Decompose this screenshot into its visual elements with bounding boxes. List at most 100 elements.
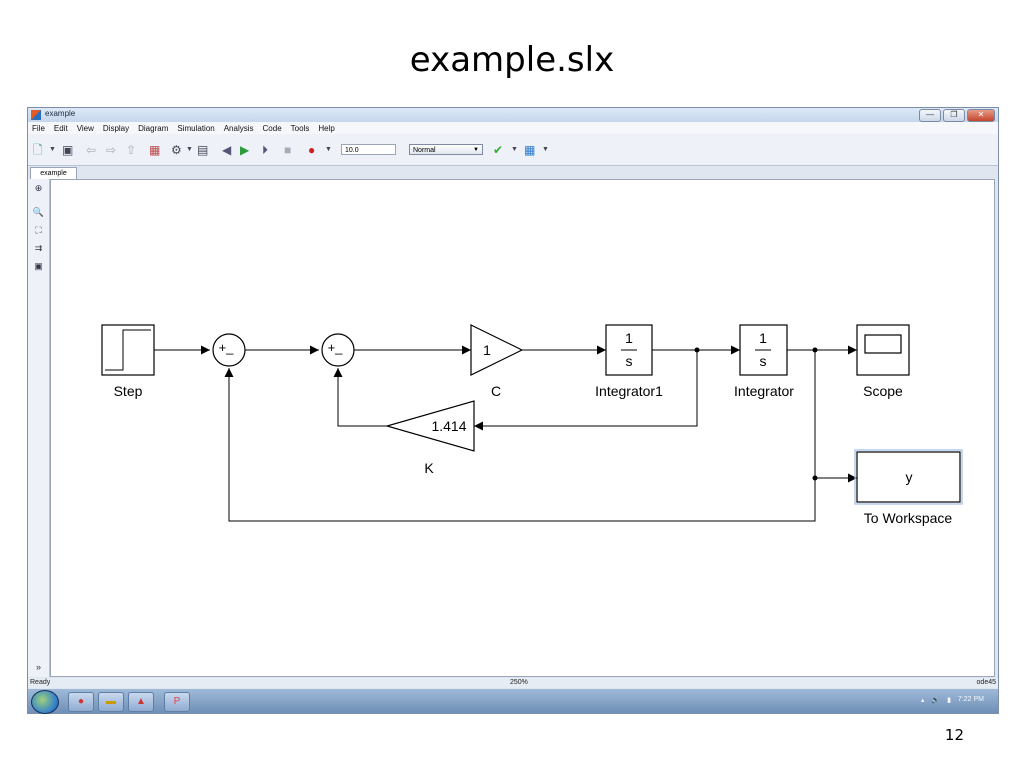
sum2-block[interactable]: +_: [321, 333, 355, 367]
status-text: Ready: [30, 679, 51, 686]
back-icon[interactable]: ⇦: [86, 143, 97, 157]
signal-feedback-to-sum1[interactable]: [224, 368, 816, 522]
close-button[interactable]: ✕: [967, 109, 995, 122]
integrator1-denominator: s: [626, 353, 633, 369]
up-icon[interactable]: ⇧: [126, 143, 137, 157]
model-advisor-icon[interactable]: ✔: [493, 143, 504, 157]
sum1-block[interactable]: +_: [212, 333, 246, 367]
volume-icon[interactable]: 🔈: [931, 697, 941, 704]
step-back-icon[interactable]: ◀: [222, 143, 232, 157]
record-icon[interactable]: ●: [308, 143, 316, 157]
stop-time-field[interactable]: 10.0: [341, 144, 396, 155]
stop-icon[interactable]: ■: [284, 143, 292, 157]
to-workspace-label: To Workspace: [864, 510, 953, 526]
menu-file[interactable]: File: [32, 123, 45, 133]
integrator1-block[interactable]: 1 s: [605, 324, 653, 376]
to-workspace-value: y: [906, 469, 913, 485]
gain-k-label: K: [424, 460, 434, 476]
branch-point: [812, 347, 818, 353]
step-block[interactable]: [101, 324, 155, 376]
tab-example[interactable]: example: [30, 167, 77, 179]
menu-code[interactable]: Code: [262, 123, 282, 133]
tab-bar: example: [28, 166, 998, 179]
run-icon[interactable]: ▶: [240, 143, 250, 157]
model-advisor-dropdown-icon[interactable]: ▼: [511, 146, 518, 153]
sum2-signs: +_: [328, 340, 344, 355]
to-workspace-block[interactable]: y: [856, 451, 961, 503]
branch-point: [812, 475, 818, 481]
taskbar: ● ▬ ▲ P ▴ 🔈 ▮ 7:22 PM: [28, 689, 998, 714]
step-label: Step: [114, 383, 143, 399]
matlab-icon[interactable]: ▲: [128, 692, 154, 712]
integrator-numerator: 1: [759, 330, 767, 346]
scope-label: Scope: [863, 383, 903, 399]
network-icon[interactable]: ▮: [947, 697, 951, 704]
hide-browser-icon[interactable]: ⊕: [34, 183, 43, 193]
model-config-dropdown-icon[interactable]: ▼: [186, 146, 193, 153]
expand-icon[interactable]: »: [35, 662, 41, 672]
menu-simulation[interactable]: Simulation: [177, 123, 215, 133]
start-button[interactable]: [31, 690, 59, 714]
menu-tools[interactable]: Tools: [290, 123, 310, 133]
integrator-label: Integrator: [734, 383, 794, 399]
branch-point: [694, 347, 700, 353]
library-browser-icon[interactable]: ▦: [149, 143, 161, 157]
maximize-button[interactable]: ❐: [943, 109, 965, 122]
annotation-icon[interactable]: ▣: [34, 261, 43, 271]
menu-help[interactable]: Help: [318, 123, 335, 133]
minimize-button[interactable]: —: [919, 109, 941, 122]
gain-k-value: 1.414: [431, 418, 466, 434]
signal-feedback-to-k[interactable]: [474, 350, 698, 431]
status-bar: Ready 250% ode45: [28, 678, 998, 688]
record-dropdown-icon[interactable]: ▼: [325, 146, 332, 153]
toolbar: 🗋 ▼ ▣ ⇦ ⇨ ⇧ ▦ ⚙ ▼ ▤ ◀ ▶ ⏵ ■ ● ▼ 10.0 Nor…: [28, 134, 998, 166]
zoom-level: 250%: [510, 679, 528, 686]
model-config-icon[interactable]: ⚙: [171, 143, 182, 157]
tray-chevron-icon[interactable]: ▴: [920, 697, 925, 704]
simulink-window: example — ❐ ✕ File Edit View Display Dia…: [27, 107, 999, 714]
explorer-icon[interactable]: ▬: [98, 692, 124, 712]
selection-highlight: [854, 449, 963, 505]
powerpoint-icon[interactable]: P: [164, 692, 190, 712]
menu-analysis[interactable]: Analysis: [223, 123, 254, 133]
new-model-icon[interactable]: 🗋: [33, 143, 43, 157]
new-model-dropdown-icon[interactable]: ▼: [49, 146, 56, 153]
simulation-mode-value: Normal: [413, 147, 436, 154]
simulation-mode-select[interactable]: Normal ▼: [409, 144, 483, 155]
sum1-signs: +_: [219, 340, 235, 355]
step-forward-icon[interactable]: ⏵: [262, 143, 269, 157]
gain-c-block[interactable]: 1: [470, 324, 524, 376]
fit-view-icon[interactable]: ⛶: [35, 225, 42, 235]
integrator-block[interactable]: 1 s: [739, 324, 788, 376]
save-icon[interactable]: ▣: [62, 143, 74, 157]
window-title: example: [45, 109, 76, 118]
slide-number: 12: [944, 726, 964, 744]
menu-view[interactable]: View: [76, 123, 94, 133]
scope-icon: [864, 334, 902, 354]
signal-k-to-sum2[interactable]: [333, 368, 387, 427]
menu-display[interactable]: Display: [102, 123, 130, 133]
block-diagram: Step +_ +_ 1 C 1 s: [101, 324, 963, 526]
zoom-icon[interactable]: 🔍: [32, 207, 45, 217]
palette: ⊕ 🔍 ⛶ ⇉ ▣ »: [28, 179, 50, 677]
clock[interactable]: 7:22 PM: [957, 696, 984, 703]
forward-icon[interactable]: ⇨: [106, 143, 117, 157]
integrator1-label: Integrator1: [595, 383, 663, 399]
menu-bar: File Edit View Display Diagram Simulatio…: [28, 122, 998, 134]
menu-edit[interactable]: Edit: [53, 123, 68, 133]
integrator1-numerator: 1: [625, 330, 633, 346]
menu-diagram[interactable]: Diagram: [138, 123, 169, 133]
arrow-icon[interactable]: ⇉: [34, 243, 43, 253]
gain-k-block[interactable]: 1.414: [384, 400, 475, 452]
gain-c-value: 1: [483, 342, 491, 358]
model-explorer-icon[interactable]: ▤: [197, 143, 209, 157]
chevron-down-icon: ▼: [473, 147, 479, 153]
title-bar[interactable]: example — ❐ ✕: [28, 108, 998, 122]
scope-block[interactable]: [856, 324, 910, 376]
signal-to-workspace[interactable]: [814, 350, 857, 483]
build-dropdown-icon[interactable]: ▼: [542, 146, 549, 153]
build-icon[interactable]: ▦: [524, 143, 536, 157]
gain-c-label: C: [491, 383, 501, 399]
model-canvas[interactable]: Step +_ +_ 1 C 1 s: [50, 179, 995, 677]
firefox-icon[interactable]: ●: [68, 692, 94, 712]
